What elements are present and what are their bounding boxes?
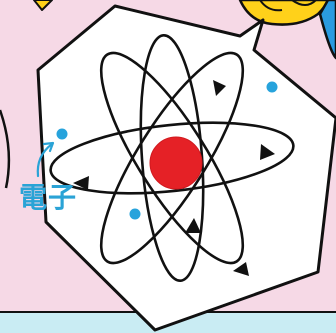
orbit-arrows [73,80,275,276]
label-pointer-arrow-icon [36,141,55,178]
arrow-icon [213,80,226,96]
character-head-fragment [238,0,336,60]
electron [56,128,68,140]
arrow-icon [185,218,201,233]
arrow-icon [233,262,249,276]
electron [266,81,278,93]
arrow-icon [260,144,275,160]
orbit-diagonal-a [99,51,245,265]
orbits [49,33,295,283]
orbit-vertical [139,33,205,283]
electron [129,208,141,220]
orbit-horizontal [49,121,295,195]
electron-label: 電子 [19,181,78,214]
arrow-icon [73,176,89,190]
left-edge-fragment [0,109,11,189]
nucleus [149,136,203,190]
yellow-shape-fragment [33,0,53,11]
orbit-diagonal-b [99,51,245,265]
